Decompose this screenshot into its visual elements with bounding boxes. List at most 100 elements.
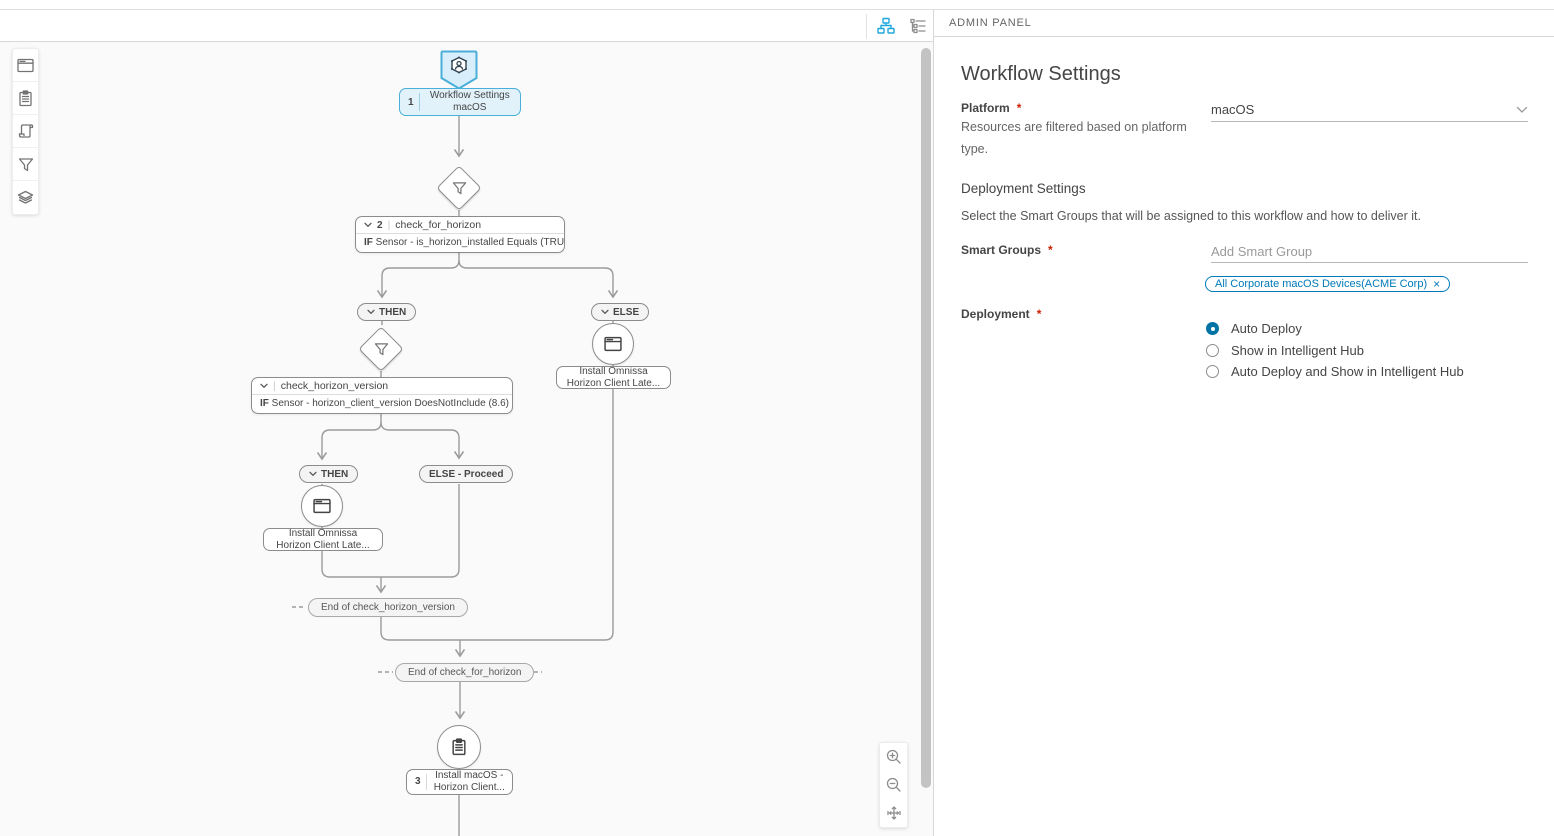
action-title-2: Horizon Client... — [433, 782, 505, 793]
hierarchy-view-icon[interactable] — [875, 15, 897, 37]
then-branch-pill-1[interactable]: THEN — [357, 303, 417, 321]
canvas-scrollbar-track — [920, 42, 933, 836]
pill-label: THEN — [379, 306, 407, 318]
pill-label: THEN — [321, 468, 349, 480]
end-pill-label: End of check_for_horizon — [408, 667, 522, 678]
condition-node-check-for-horizon[interactable]: 2 | check_for_horizon IF Sensor - is_hor… — [355, 216, 565, 253]
condition-expression: Sensor - horizon_client_version DoesNotI… — [271, 398, 510, 409]
else-branch-pill-1[interactable]: ELSE — [591, 303, 650, 321]
fit-to-screen-icon[interactable] — [880, 799, 907, 827]
radio-unselected-icon[interactable] — [1206, 365, 1219, 378]
add-smart-group-input[interactable]: Add Smart Group — [1211, 241, 1528, 263]
deployment-label: Deployment* — [961, 307, 1042, 321]
palette-condition-funnel-icon[interactable] — [13, 148, 38, 181]
node-number: 2 — [377, 219, 383, 231]
action-title-2: Horizon Client Late... — [566, 377, 661, 389]
palette-app-icon[interactable] — [13, 49, 38, 82]
required-asterisk: * — [1048, 243, 1053, 257]
workflow-canvas[interactable]: 1 Workflow Settings macOS 2 | check_for_… — [0, 42, 933, 836]
workflow-start-badge[interactable] — [440, 50, 478, 90]
chip-remove-icon[interactable]: × — [1433, 277, 1441, 291]
app-action-node[interactable] — [301, 485, 343, 527]
node-title: Workflow Settings — [429, 90, 510, 101]
action-title: Install Omnissa — [288, 528, 358, 539]
smart-groups-label: Smart Groups* — [961, 243, 1053, 257]
action-title-2: Horizon Client Late... — [276, 539, 370, 551]
condition-name: check_horizon_version — [280, 380, 389, 392]
radio-show-in-hub[interactable]: Show in Intelligent Hub — [1206, 343, 1364, 358]
pill-label: ELSE — [613, 306, 640, 318]
required-asterisk: * — [1036, 307, 1042, 321]
platform-select-value: macOS — [1211, 102, 1255, 117]
radio-label: Auto Deploy — [1231, 321, 1302, 336]
node-number: 3 — [415, 776, 421, 787]
workflow-connectors — [292, 116, 619, 836]
palette-profile-clipboard-icon[interactable] — [13, 82, 38, 115]
platform-description-line1: Resources are filtered based on platform — [961, 120, 1187, 134]
condition-expression: Sensor - is_horizon_installed Equals (TR… — [375, 237, 565, 248]
if-keyword: IF — [260, 398, 269, 409]
radio-unselected-icon[interactable] — [1206, 344, 1219, 357]
chevron-down-icon — [367, 307, 375, 318]
deployment-settings-description: Select the Smart Groups that will be ass… — [961, 209, 1421, 223]
top-border-band — [0, 0, 1554, 10]
app-action-label[interactable]: Install Omnissa Horizon Client Late... — [263, 528, 383, 551]
action-title: Install Omnissa — [579, 366, 648, 377]
deployment-settings-heading: Deployment Settings — [961, 181, 1086, 196]
radio-label: Auto Deploy and Show in Intelligent Hub — [1231, 364, 1464, 379]
admin-panel-title: ADMIN PANEL — [949, 17, 1032, 29]
smart-group-chip-label: All Corporate macOS Devices(ACME Corp) — [1215, 278, 1428, 290]
chevron-down-icon — [309, 469, 317, 480]
chevron-down-icon — [601, 307, 609, 318]
app-window-icon — [604, 336, 622, 352]
canvas-scrollbar-thumb[interactable] — [921, 48, 931, 788]
if-keyword: IF — [364, 237, 373, 248]
condition-name: check_for_horizon — [395, 219, 482, 231]
zoom-out-icon[interactable] — [880, 771, 907, 799]
page-title: Workflow Settings — [961, 63, 1121, 85]
install-macos-node[interactable]: 3 Install macOS - Horizon Client... — [406, 769, 513, 795]
profile-action-node[interactable] — [437, 725, 481, 769]
clipboard-icon — [452, 738, 466, 756]
end-pill-label: End of check_horizon_version — [321, 602, 455, 613]
zoom-in-icon[interactable] — [880, 743, 907, 771]
radio-selected-icon[interactable] — [1206, 322, 1219, 335]
chevron-down-icon — [1516, 102, 1528, 117]
radio-auto-deploy[interactable]: Auto Deploy — [1206, 321, 1302, 336]
required-asterisk: * — [1016, 101, 1022, 115]
toolbar-divider — [866, 14, 867, 39]
app-action-label[interactable]: Install Omnissa Horizon Client Late... — [556, 366, 671, 389]
end-check-for-horizon-pill[interactable]: End of check_for_horizon — [395, 663, 535, 682]
node-number: 1 — [408, 96, 414, 108]
list-view-icon[interactable] — [907, 15, 929, 37]
node-palette — [12, 48, 39, 215]
workflow-settings-node[interactable]: 1 Workflow Settings macOS — [399, 88, 521, 116]
action-title: Install macOS - — [435, 770, 504, 781]
chevron-down-icon[interactable] — [260, 380, 268, 392]
smart-group-chip[interactable]: All Corporate macOS Devices(ACME Corp) × — [1205, 276, 1451, 292]
end-check-horizon-version-pill[interactable]: End of check_horizon_version — [308, 598, 468, 617]
funnel-icon — [359, 327, 403, 371]
node-subtitle: macOS — [453, 102, 487, 113]
palette-group-layers-icon[interactable] — [13, 181, 38, 214]
palette-script-icon[interactable] — [13, 115, 38, 148]
admin-panel: ADMIN PANEL Workflow Settings Platform* … — [933, 10, 1554, 836]
else-proceed-pill[interactable]: ELSE - Proceed — [419, 465, 514, 483]
app-action-node[interactable] — [592, 323, 634, 365]
pill-label: ELSE - Proceed — [429, 468, 504, 480]
admin-settings-icon — [451, 56, 467, 74]
then-branch-pill-2[interactable]: THEN — [299, 465, 359, 483]
app-window-icon — [313, 498, 331, 514]
funnel-icon — [437, 166, 481, 210]
canvas-toolbar — [0, 10, 933, 42]
smart-group-placeholder: Add Smart Group — [1211, 244, 1313, 259]
admin-panel-header: ADMIN PANEL — [934, 10, 1554, 37]
radio-label: Show in Intelligent Hub — [1231, 343, 1364, 358]
platform-select[interactable]: macOS — [1211, 98, 1528, 122]
platform-description-line2: type. — [961, 142, 989, 156]
radio-auto-deploy-and-show[interactable]: Auto Deploy and Show in Intelligent Hub — [1206, 364, 1464, 379]
condition-node-check-horizon-version[interactable]: | check_horizon_version IF Sensor - hori… — [251, 377, 513, 414]
canvas-zoom-controls — [879, 742, 908, 828]
chevron-down-icon[interactable] — [364, 219, 372, 231]
